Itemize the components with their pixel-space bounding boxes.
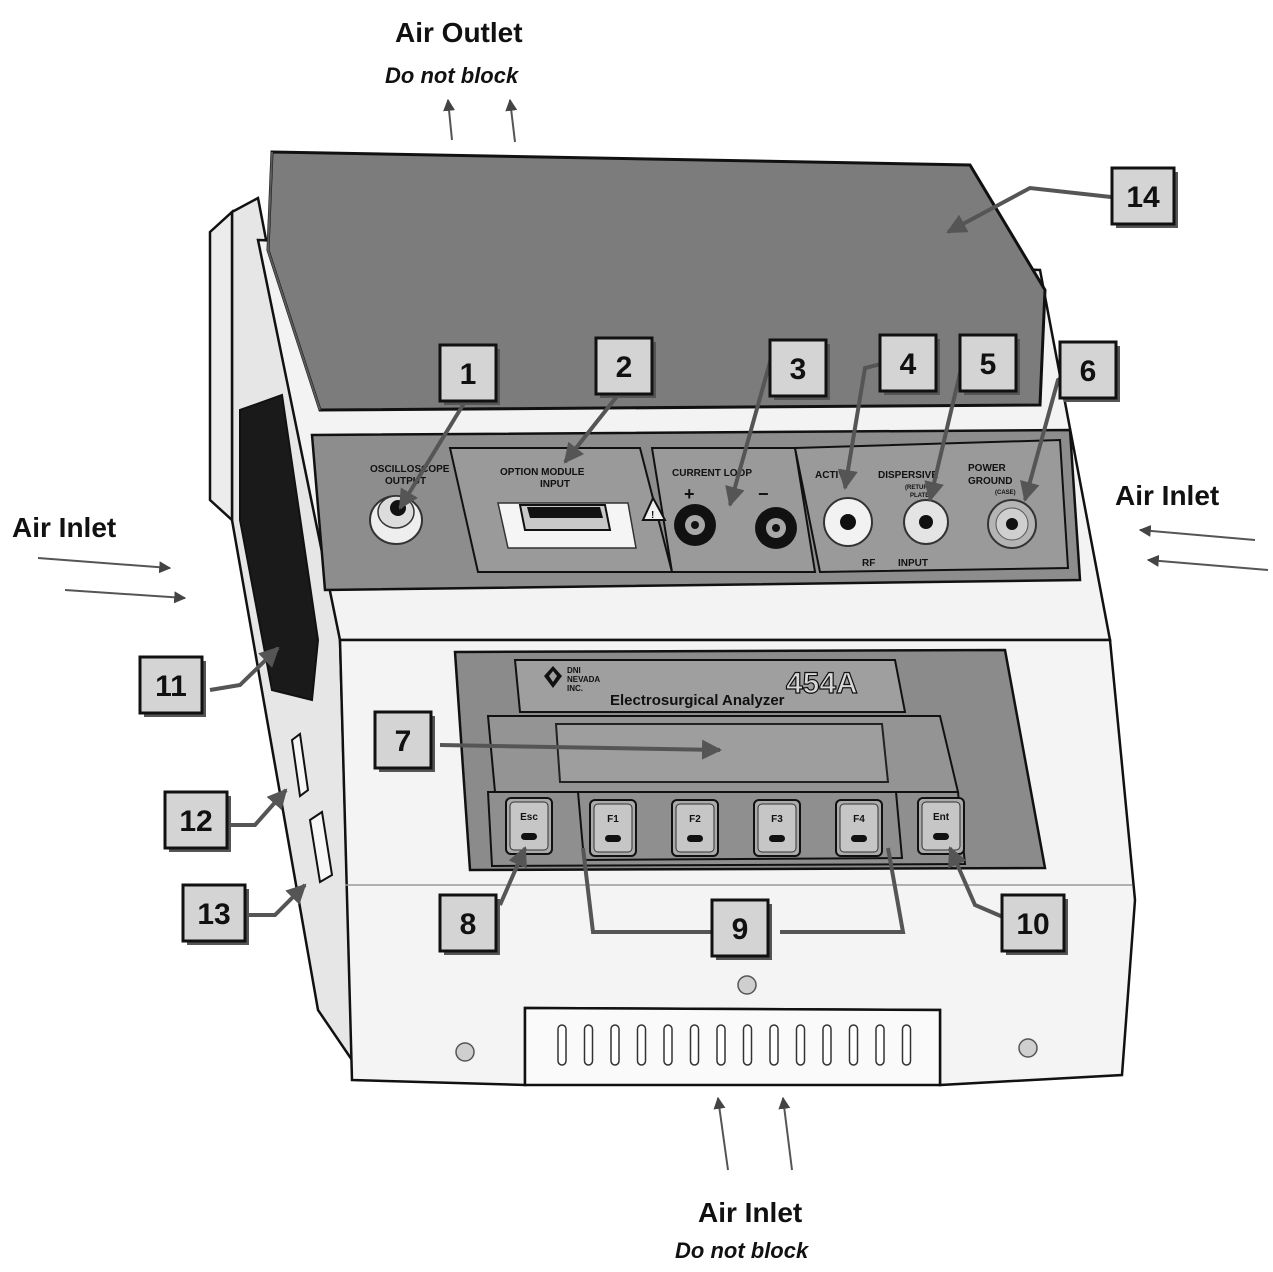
callout-number: 14: [1126, 181, 1160, 214]
callout-number: 5: [980, 348, 997, 381]
callout-3: 3: [768, 338, 830, 400]
key-label: F3: [771, 814, 783, 825]
air-inlet-right-title: Air Inlet: [1115, 480, 1219, 511]
key-led-indicator: [687, 835, 703, 842]
callout-10: 10: [1000, 893, 1068, 955]
callout-4: 4: [878, 333, 940, 395]
option-module-label-line1: OPTION MODULE: [500, 467, 585, 478]
callout-number: 8: [460, 908, 477, 941]
active-label: ACTIVE: [815, 470, 852, 481]
key-label: F4: [853, 814, 865, 825]
callout-number: 4: [900, 348, 917, 381]
connector-panel: OSCILLOSCOPE OUTPUT OPTION MODULE INPUT …: [310, 428, 1082, 592]
active-jack[interactable]: [823, 497, 873, 547]
key-label: Esc: [520, 812, 538, 823]
callout-12: 12: [163, 790, 231, 852]
callout-7: 7: [373, 710, 435, 772]
callout-14: 14: [1110, 166, 1178, 228]
svg-text:!: !: [651, 510, 654, 521]
key-led-indicator: [769, 835, 785, 842]
key-ent[interactable]: Ent: [917, 797, 965, 855]
oscilloscope-label-line1: OSCILLOSCOPE: [370, 464, 450, 475]
current-loop-plus-label: +: [684, 484, 695, 504]
callout-number: 13: [197, 898, 230, 931]
keypad: Esc F1 F2 F3 F4 Ent: [505, 797, 965, 857]
key-f1[interactable]: F1: [589, 799, 637, 857]
callout-number: 7: [395, 725, 412, 758]
callout-2: 2: [594, 336, 656, 398]
key-label: F2: [689, 814, 701, 825]
key-led-indicator: [851, 835, 867, 842]
screw: [1018, 1038, 1038, 1058]
current-loop-label: CURRENT LOOP: [672, 468, 752, 479]
callout-number: 12: [179, 805, 212, 838]
brand-name-line1: DNI: [567, 666, 581, 675]
brand-name-line3: INC.: [567, 684, 583, 693]
screw: [737, 975, 757, 995]
air-outlet-note: Do not block: [385, 63, 520, 88]
side-slot-lower: [308, 810, 334, 884]
brand-name-line2: NEVADA: [567, 675, 600, 684]
key-f4[interactable]: F4: [835, 799, 883, 857]
screw: [455, 1042, 475, 1062]
front-control-panel: DNI NEVADA INC. 454A Electrosurgical Ana…: [453, 648, 1047, 872]
vent-grille: [523, 1006, 942, 1087]
dispersive-sublabel-1: (RETURN: [905, 485, 932, 491]
oscilloscope-output-jack[interactable]: [369, 495, 423, 545]
option-module-label-line2: INPUT: [540, 479, 570, 490]
power-ground-label-line1: POWER: [968, 463, 1007, 474]
product-name: Electrosurgical Analyzer: [610, 692, 785, 709]
callout-number: 6: [1080, 355, 1097, 388]
callout-9: 9: [710, 898, 772, 960]
callout-8: 8: [438, 893, 500, 955]
model-number: 454A: [786, 667, 858, 700]
key-label: F1: [607, 814, 619, 825]
rf-label: RF: [862, 558, 875, 569]
air-inlet-bottom-title: Air Inlet: [698, 1197, 802, 1228]
airflow-annotations: Air Outlet Do not block Air Inlet Air In…: [12, 17, 1269, 1263]
side-window: [239, 393, 320, 702]
dispersive-jack[interactable]: [903, 499, 949, 545]
callout-number: 2: [616, 351, 633, 384]
warning-icon: !: [641, 495, 667, 521]
current-loop-plus-jack[interactable]: [674, 504, 716, 546]
current-loop-minus-jack[interactable]: [755, 507, 797, 549]
option-module-port[interactable]: [497, 502, 637, 549]
side-slot-upper: [290, 732, 310, 798]
key-led-indicator: [933, 833, 949, 840]
key-led-indicator: [605, 835, 621, 842]
input-label: INPUT: [898, 558, 928, 569]
brand-logo-icon: [544, 666, 562, 688]
dispersive-label: DISPERSIVE: [878, 470, 938, 481]
key-f2[interactable]: F2: [671, 799, 719, 857]
key-esc[interactable]: Esc: [505, 797, 553, 855]
power-ground-jack[interactable]: [987, 499, 1037, 549]
callout-number: 10: [1016, 908, 1049, 941]
callout-13: 13: [181, 883, 249, 945]
air-outlet-title: Air Outlet: [395, 17, 523, 48]
lcd-display: [554, 723, 890, 783]
power-ground-label-line2: GROUND: [968, 476, 1012, 487]
air-inlet-bottom-note: Do not block: [675, 1238, 810, 1263]
callout-number: 9: [732, 913, 749, 946]
oscilloscope-label-line2: OUTPUT: [385, 476, 426, 487]
key-f3[interactable]: F3: [753, 799, 801, 857]
callout-6: 6: [1058, 340, 1120, 402]
callout-number: 1: [460, 358, 477, 391]
callout-number: 11: [155, 670, 187, 703]
callout-number: 3: [790, 353, 807, 386]
air-inlet-left-title: Air Inlet: [12, 512, 116, 543]
callout-1: 1: [438, 343, 500, 405]
callout-5: 5: [958, 333, 1020, 395]
power-ground-sublabel: (CASE): [995, 490, 1016, 496]
key-label: Ent: [933, 812, 950, 823]
callout-11: 11: [138, 655, 206, 717]
key-led-indicator: [521, 833, 537, 840]
current-loop-minus-label: −: [758, 484, 769, 504]
dispersive-sublabel-2: PLATE): [910, 493, 931, 499]
